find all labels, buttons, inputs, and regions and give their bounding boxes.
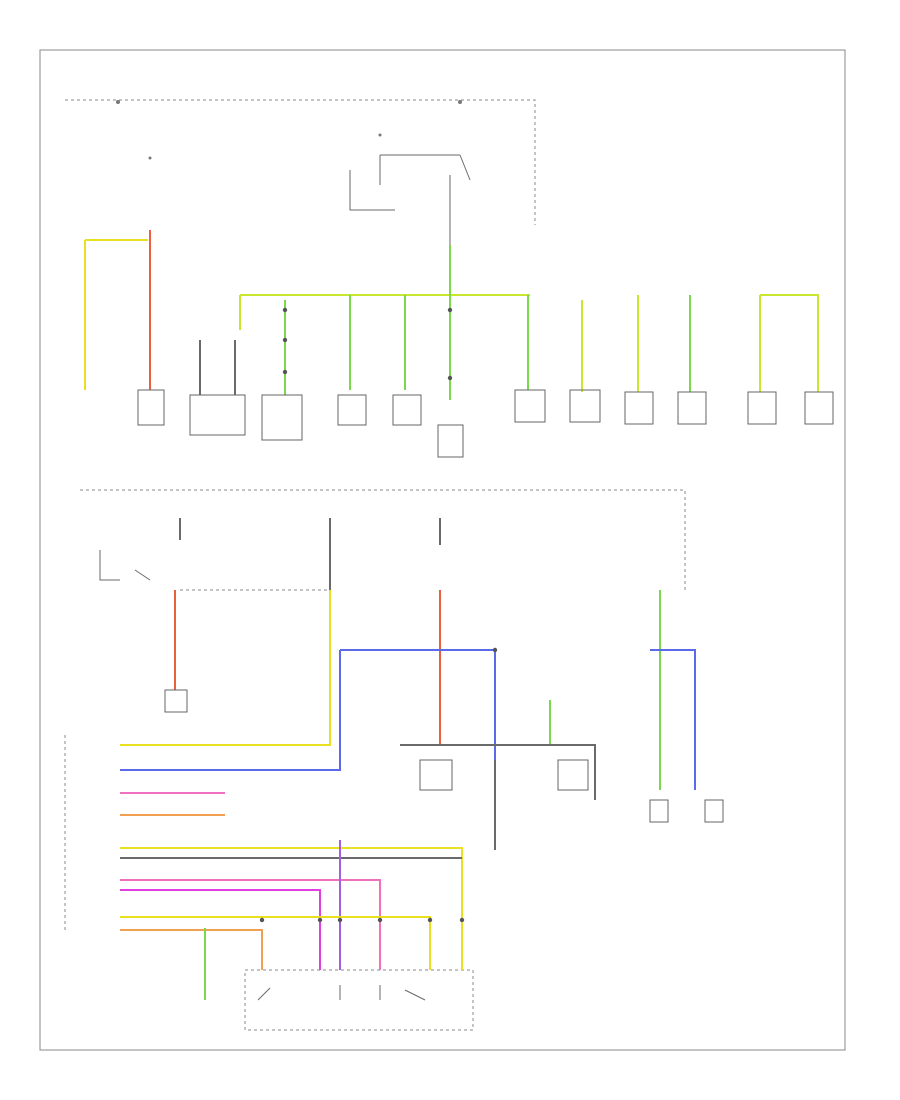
wire-pink-27 [120, 879, 381, 970]
splice-point-9 [427, 917, 433, 923]
wire-layer [84, 230, 819, 1000]
wire-orange-31 [120, 929, 263, 970]
wire-black-15 [179, 518, 441, 590]
splice-point-1 [282, 307, 288, 313]
component-box-7 [514, 389, 546, 423]
component-box-2 [189, 394, 246, 436]
splice-point-2 [282, 337, 288, 343]
wire-magenta-28 [120, 889, 321, 970]
top-fuse-box-border [65, 99, 536, 225]
wire-blue-19 [120, 649, 496, 771]
component-box-16 [649, 799, 669, 823]
bottom-block-switches [257, 985, 426, 1001]
splice-point-4 [447, 307, 453, 313]
component-box-6 [437, 424, 464, 458]
component-box-15 [557, 759, 589, 791]
wire-yellow-green-14 [759, 294, 819, 392]
component-box-3 [261, 394, 303, 441]
top-fuse-box-contacts [116, 100, 462, 160]
splice-point-3 [282, 369, 288, 375]
component-box-4 [337, 394, 367, 426]
component-box-9 [624, 391, 654, 425]
component-box-5 [392, 394, 422, 426]
component-box-10 [677, 391, 707, 425]
bottom-relay [99, 550, 151, 581]
component-box-17 [704, 799, 724, 823]
wire-yellow-1 [84, 239, 148, 390]
splice-point-8 [377, 917, 383, 923]
component-box-1 [137, 389, 165, 426]
bottom-switch-block [244, 969, 474, 1031]
splice-point-6 [492, 647, 498, 653]
diagram-frame [39, 49, 846, 1051]
component-box-11 [747, 391, 777, 425]
component-box-8 [569, 389, 601, 423]
splice-point-12 [317, 917, 323, 923]
splice-point-10 [459, 917, 465, 923]
bottom-fuse-box-border [80, 489, 686, 590]
wire-black-5 [199, 340, 236, 395]
wire-yellow-25 [120, 847, 463, 970]
wire-yellow-30 [120, 916, 431, 970]
splice-point-11 [259, 917, 265, 923]
component-box-13 [164, 689, 188, 713]
wire-blue-22 [650, 649, 696, 790]
splice-point-7 [337, 917, 343, 923]
upper-relay-switch [349, 154, 471, 245]
component-box-12 [804, 391, 834, 425]
wire-yellow-17 [120, 590, 331, 746]
component-box-14 [419, 759, 453, 791]
wire-black-33 [400, 744, 596, 850]
component-layer [137, 307, 834, 923]
splice-point-5 [447, 375, 453, 381]
